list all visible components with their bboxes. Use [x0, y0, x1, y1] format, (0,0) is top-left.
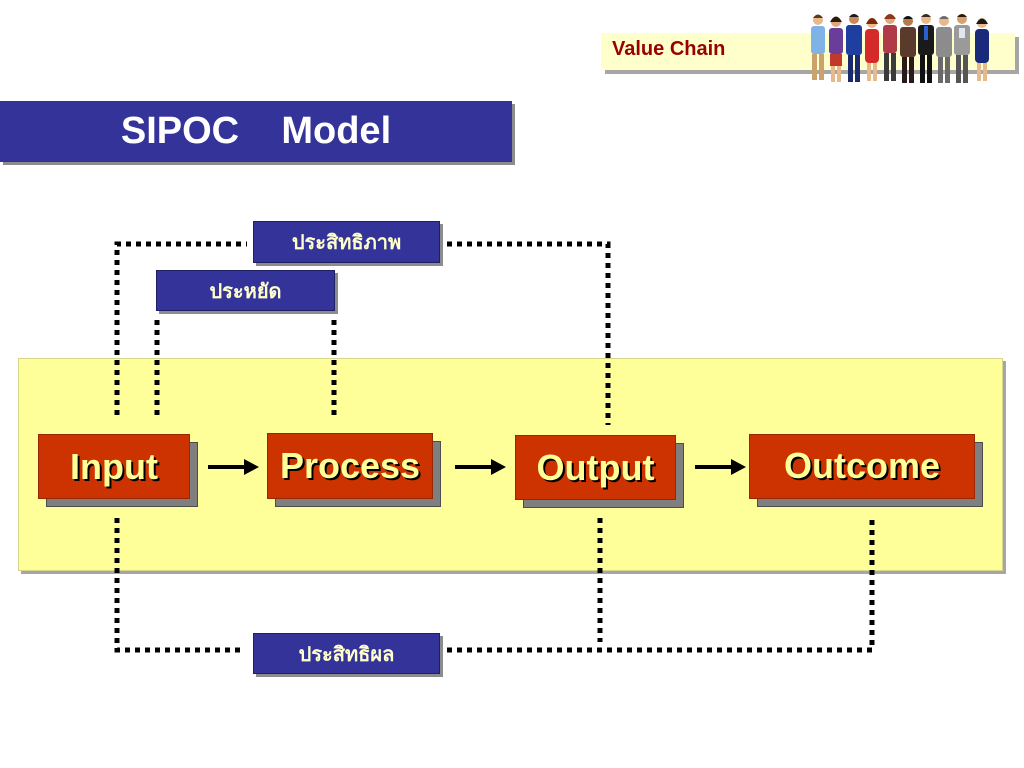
process-box: Process: [267, 433, 433, 499]
efficiency-label: ประสิทธิภาพ: [291, 230, 402, 254]
title-banner: SIPOC Model: [0, 101, 512, 162]
value-chain-label: Value Chain: [612, 38, 726, 60]
person-figure: [954, 14, 970, 83]
input-label: Input: [70, 445, 158, 487]
person-figure: [936, 16, 952, 83]
person-figure: [975, 18, 989, 81]
economy-label: ประหยัด: [209, 278, 282, 303]
output-box: Output: [515, 435, 676, 500]
outcome-label: Outcome: [783, 445, 941, 486]
person-figure: [865, 18, 879, 81]
efficiency-tag: ประสิทธิภาพ: [253, 221, 440, 263]
output-label: Output: [536, 446, 655, 488]
process-label: Process: [279, 445, 421, 486]
input-box: Input: [38, 434, 190, 499]
person-figure: [883, 14, 897, 81]
effectiveness-label: ประสิทธิผล: [298, 641, 395, 666]
page-title: SIPOC Model: [120, 110, 392, 152]
person-figure: [846, 14, 862, 82]
person-figure: [918, 14, 934, 83]
effectiveness-tag: ประสิทธิผล: [253, 633, 440, 674]
economy-tag: ประหยัด: [156, 270, 335, 311]
people-clipart: [811, 14, 989, 83]
person-figure: [900, 16, 916, 83]
person-figure: [811, 14, 825, 80]
person-figure: [829, 16, 843, 82]
outcome-box: Outcome: [749, 434, 975, 499]
